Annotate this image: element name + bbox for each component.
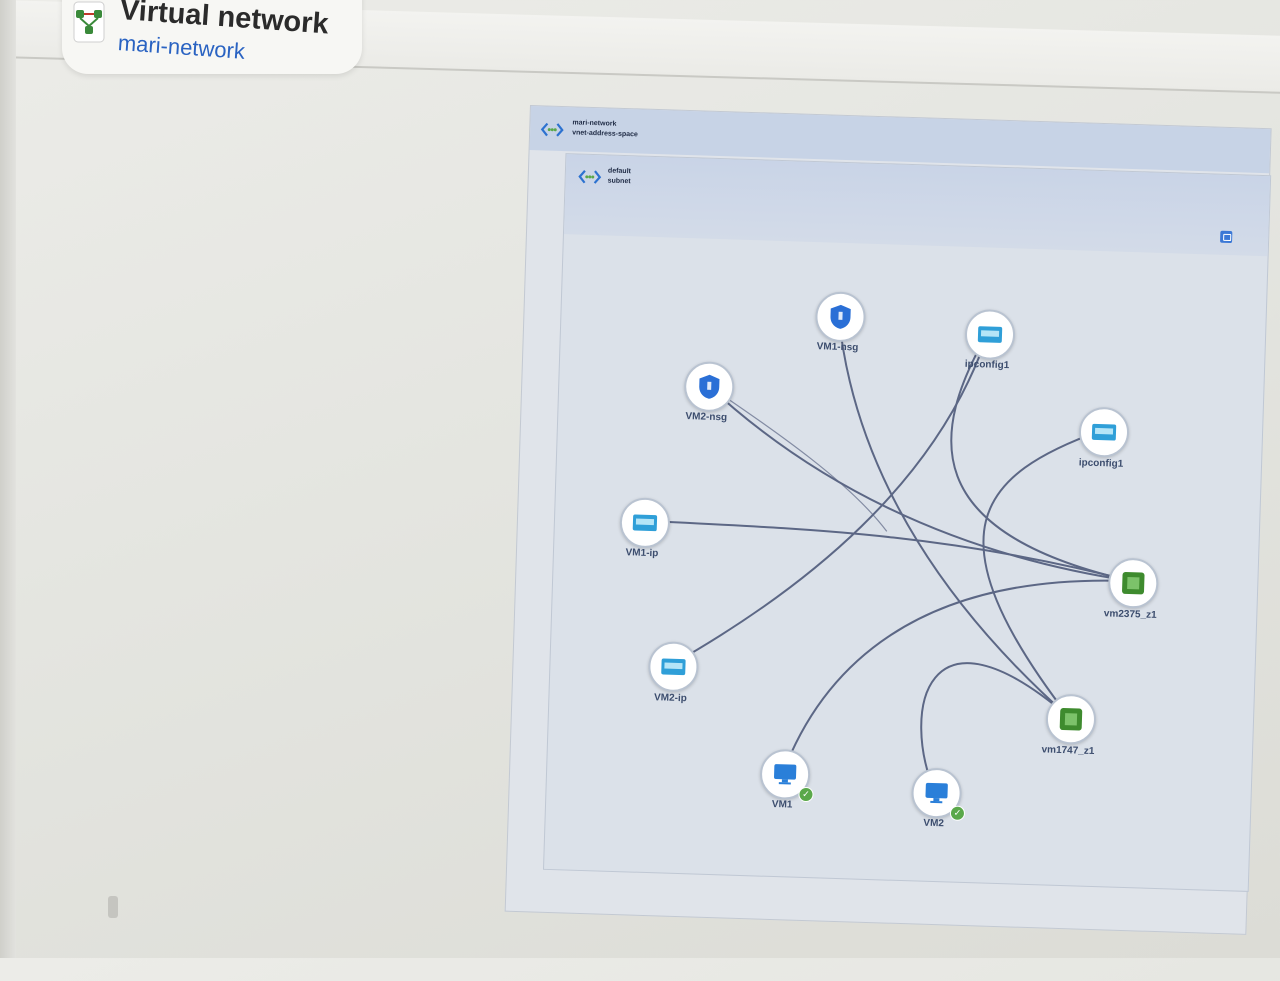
resource-header: Virtual network mari-network <box>62 0 362 74</box>
nsg-shield-icon <box>830 304 851 329</box>
nsg-shield-icon <box>699 374 720 399</box>
node-vm2375-z1[interactable] <box>1107 557 1160 609</box>
node-vm1[interactable]: ✓ <box>759 748 814 803</box>
link-vm1-vm2375 <box>782 579 1132 773</box>
link-vm2ip-ipconfig <box>670 332 990 666</box>
node-vm1747-z1[interactable] <box>1045 693 1097 746</box>
network-interface-icon <box>1059 708 1083 731</box>
node-vm2-nsg[interactable] <box>683 360 736 413</box>
link-ipconfig2-vm1747 <box>982 429 1103 718</box>
nic-icon <box>632 514 658 532</box>
node-ipconfig1-2[interactable] <box>1078 406 1130 458</box>
link-vm1nsg-vm1747 <box>837 314 1070 718</box>
cursor-mark <box>108 896 118 918</box>
node-vm1-nsg[interactable] <box>814 291 867 343</box>
vnet-icon <box>578 170 602 184</box>
nic-icon <box>661 658 686 676</box>
vm-icon <box>925 782 948 804</box>
subnet-container-header: default subnet <box>563 154 1271 257</box>
link-ipconfig-vm2375 <box>950 331 1132 583</box>
subnet-container: default subnet <box>542 153 1272 892</box>
node-vm2-ip[interactable] <box>647 641 700 693</box>
node-vm1-ip[interactable] <box>619 497 671 549</box>
node-ipconfig1[interactable] <box>964 308 1016 361</box>
link-vm2-vm1747 <box>920 662 1070 792</box>
link-vm1ip-vm2375 <box>642 519 1132 583</box>
network-interface-icon <box>1122 571 1145 595</box>
vnet-icon <box>540 122 564 137</box>
monitor-left-edge <box>0 0 16 958</box>
link-vm2ip-vm1ip-cross <box>706 384 888 532</box>
vm-icon <box>774 764 797 785</box>
nic-icon <box>1091 423 1117 441</box>
virtual-network-icon <box>73 1 105 43</box>
vnet-container: mari-network vnet-address-space default … <box>504 105 1272 935</box>
vnet-container-header: mari-network vnet-address-space <box>529 106 1271 174</box>
nic-icon <box>977 326 1003 343</box>
link-vm2nsg-vm2375 <box>706 383 1132 583</box>
node-vm2[interactable]: ✓ <box>910 767 966 822</box>
